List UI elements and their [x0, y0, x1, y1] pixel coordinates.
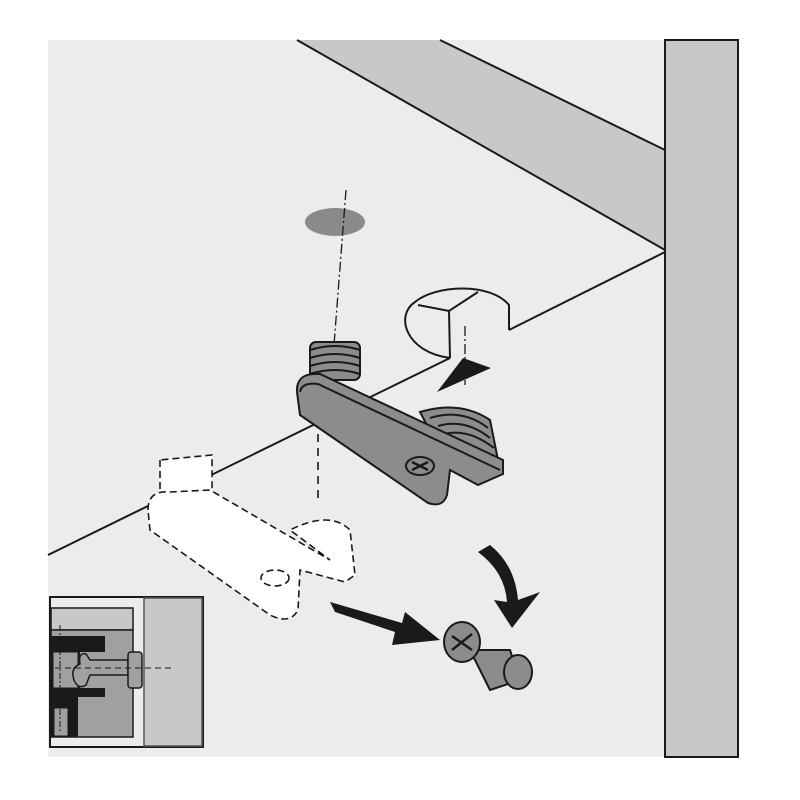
connector-bracket: [295, 341, 504, 506]
arrow-down-icon: [478, 545, 540, 628]
direction-triangle-icon: [437, 358, 491, 392]
drill-hole: [305, 208, 365, 236]
bracket-outline-dashed: [147, 454, 356, 620]
cam-screw: [443, 621, 533, 692]
thread-top: [309, 341, 361, 381]
center-line: [333, 189, 347, 346]
side-post: [664, 39, 739, 758]
cam-cutout: [404, 287, 510, 359]
inset-detail: [49, 596, 204, 748]
arrow-right-icon: [330, 602, 440, 645]
shelf-edge: [47, 251, 666, 556]
